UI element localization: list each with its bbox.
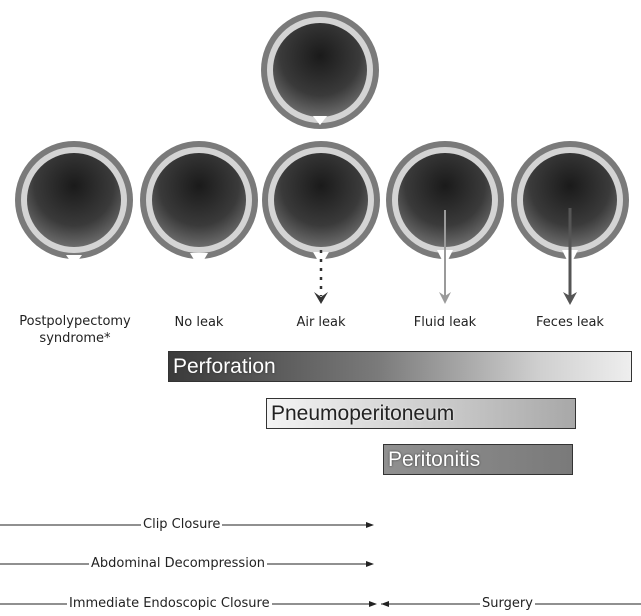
timeline-surgery: Surgery [480, 596, 535, 611]
timeline-abdominal-decompression: Abdominal Decompression [89, 556, 267, 571]
timeline-clip-closure: Clip Closure [141, 517, 222, 532]
timeline-immediate-endoscopic-closure: Immediate Endoscopic Closure [67, 596, 272, 611]
